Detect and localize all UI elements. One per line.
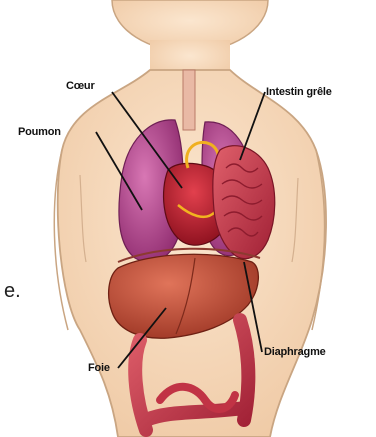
label-poumon: Poumon xyxy=(18,126,61,138)
label-diaphragme: Diaphragme xyxy=(264,346,326,358)
label-coeur: Cœur xyxy=(66,80,95,92)
label-foie: Foie xyxy=(88,362,110,374)
cut-off-text: e. xyxy=(4,280,21,303)
label-intestin-grele: Intestin grêle xyxy=(266,86,332,98)
trachea xyxy=(183,70,195,130)
